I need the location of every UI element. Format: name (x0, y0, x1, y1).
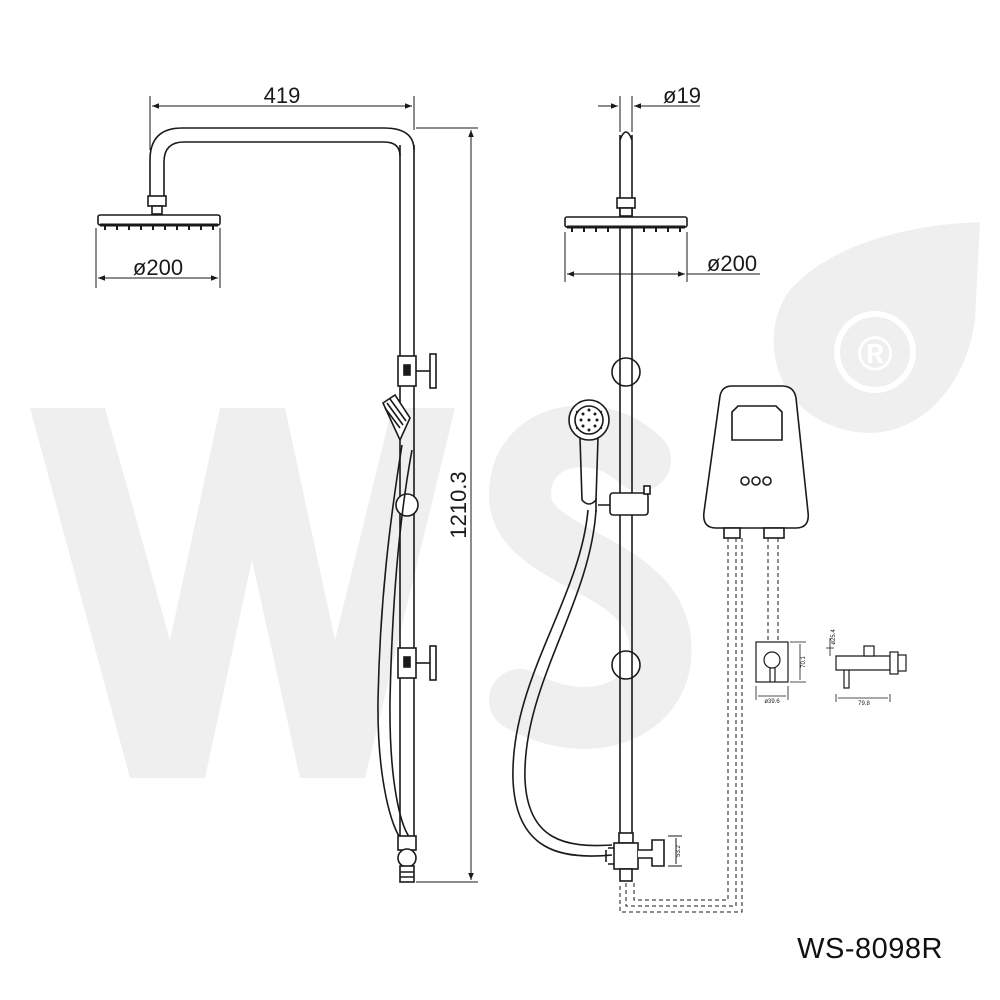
front-diverter (618, 832, 634, 844)
front-view-nozzles (575, 408, 603, 432)
dim-total-height: 1210.3 (446, 471, 471, 538)
dim-head-diameter-front: ø200 (707, 251, 757, 276)
front-view-dimensions (564, 96, 760, 867)
dim-head-diameter-side: ø200 (133, 255, 183, 280)
dim-side-valve-width: 79.8 (858, 701, 870, 707)
dim-valve-depth: 70.1 (801, 656, 807, 668)
diverter-outlet (638, 839, 665, 867)
valve-detail (755, 641, 806, 700)
hose-front (512, 509, 613, 857)
dim-valve-diameter: ø39.6 (764, 699, 780, 705)
side-view (97, 127, 437, 883)
front-head-connector (616, 197, 636, 209)
shower-arm-inner (163, 141, 401, 196)
heater-display (731, 405, 783, 441)
diverter-side (397, 835, 417, 851)
side-view-dimensions (95, 96, 478, 883)
shower-head-nozzles (104, 226, 214, 230)
watermark-registered-circle (834, 311, 916, 393)
front-lower-bracket (611, 650, 641, 680)
riser-pipe (399, 145, 415, 840)
heater-outlet (763, 527, 785, 539)
front-riser-pipe (619, 135, 633, 845)
side-valve-detail (826, 638, 907, 702)
shower-arm (149, 127, 415, 196)
watermark-logo (30, 222, 980, 778)
watermark-w-shape (30, 408, 455, 778)
watermark-registered-mark: ® (857, 328, 892, 381)
upper-knob (429, 353, 437, 389)
slide-bracket (395, 493, 419, 517)
hose-side (377, 444, 403, 841)
dim-arm-length: 419 (264, 83, 301, 108)
slide-holder (609, 492, 649, 516)
watermark-s-shape (488, 405, 692, 749)
heater-inlet (723, 527, 741, 539)
lower-knob (429, 645, 437, 681)
heater-pipes (619, 538, 779, 913)
front-upper-bracket (611, 357, 641, 387)
head-connector (147, 195, 167, 207)
front-view (512, 131, 688, 882)
dim-pipe-diameter: ø19 (663, 83, 701, 108)
model-code: WS-8098R (797, 933, 943, 965)
watermark-leaf-shape (773, 222, 980, 433)
water-heater (702, 385, 810, 539)
dim-outlet-height: 53.2 (676, 845, 682, 857)
dim-side-valve-height: ø25.4 (831, 629, 837, 645)
